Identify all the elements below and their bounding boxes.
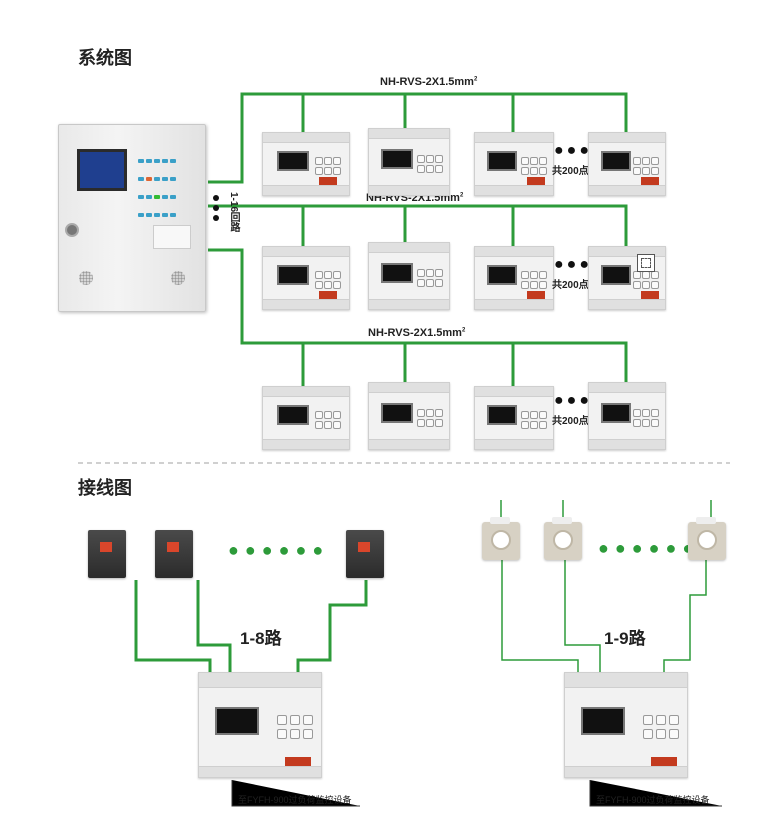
monitor-module (588, 246, 666, 310)
monitor-module (474, 246, 554, 310)
bus-label-3: NH-RVS-2X1.5mm2 (368, 327, 466, 339)
ct-route-label: 1-9路 (604, 629, 646, 648)
cabinet-keypad (137, 151, 187, 223)
monitor-module (474, 132, 554, 196)
count-label: 共200点 (552, 416, 589, 427)
monitor-module (262, 386, 350, 450)
ellipsis-dots: ●●●●●● (598, 538, 700, 558)
bus-label-1: NH-RVS-2X1.5mm2 (380, 76, 478, 88)
cabinet-screen (77, 149, 127, 191)
qr-scan-icon[interactable] (637, 254, 655, 272)
cabinet-lock (65, 223, 79, 237)
ellipsis-dots: ●●● (554, 256, 592, 273)
destination-label-left: 至FYFH-900过负荷监控设备 (238, 795, 352, 805)
ellipsis-dots: ●●● (554, 392, 592, 409)
monitor-module (474, 386, 554, 450)
circuit-breaker (88, 530, 126, 578)
overload-monitor-module (198, 672, 322, 778)
loop-label: 1-16回路 (228, 192, 239, 233)
monitor-module (368, 382, 450, 450)
circuit-breaker (346, 530, 384, 578)
current-transformer (482, 517, 520, 560)
count-label: 共200点 (552, 166, 589, 177)
monitor-module (368, 128, 450, 196)
ellipsis-dots: ●●● (554, 142, 592, 159)
current-transformer (544, 517, 582, 560)
cabinet-label-plate (153, 225, 191, 249)
current-transformer (688, 517, 726, 560)
monitor-module (262, 246, 350, 310)
monitor-module (588, 132, 666, 196)
wiring-diagram-title: 接线图 (78, 478, 132, 498)
system-diagram-title: 系统图 (78, 48, 132, 68)
monitor-module (368, 242, 450, 310)
cabinet-vent-right (171, 271, 185, 285)
monitor-module (588, 382, 666, 450)
ellipsis-dots: ●●●●●● (228, 540, 330, 560)
monitor-module (262, 132, 350, 196)
monitor-cabinet (58, 124, 206, 312)
circuit-breaker (155, 530, 193, 578)
overload-monitor-module (564, 672, 688, 778)
breaker-route-label: 1-8路 (240, 629, 282, 648)
destination-label-right: 至FYFH-900过负荷监控设备 (596, 795, 710, 805)
count-label: 共200点 (552, 280, 589, 291)
cabinet-vent-left (79, 271, 93, 285)
